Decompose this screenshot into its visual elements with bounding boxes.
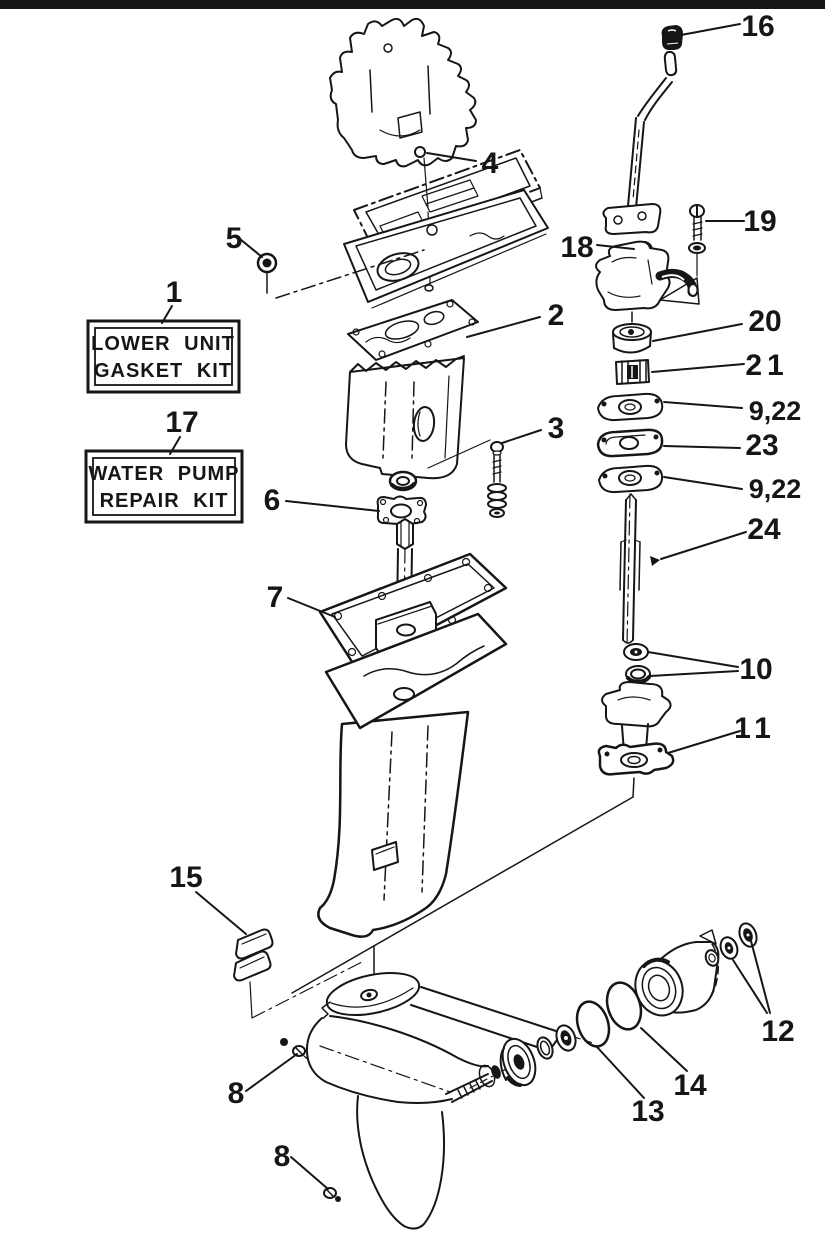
callout-17: 17 [165,406,198,439]
explosion-axis-elbow [632,777,635,798]
gasket-kit-box: LOWER UNIT GASKET KIT [86,319,241,394]
shift-rod [627,25,683,209]
leader-8-upper [245,1053,298,1092]
callout-21: 21 [745,349,788,382]
oil-seal-outer [738,922,758,948]
explosion-axis-diagonal [291,796,634,994]
callout-19: 19 [743,205,776,238]
leader-13 [596,1046,645,1099]
bolt-19 [688,204,706,277]
pump-top-bracket [602,203,662,235]
dowel-pins-15 [233,928,363,1019]
pump-driveshaft [619,493,660,647]
leader-10b [649,670,739,677]
o-ring-13 [575,1000,611,1048]
callout-20: 20 [748,305,781,338]
callout-14: 14 [673,1069,707,1102]
callout-6: 6 [264,484,281,517]
callout-leaders [161,23,771,1190]
gasket-2 [347,299,479,361]
callout-11: 11 [734,712,776,745]
thrust-washer [536,1036,554,1060]
leader-12a [750,940,771,1014]
callout-24: 24 [747,513,781,546]
leader-11 [667,730,741,754]
leader-8-lower [290,1156,329,1190]
callout-9-22-lower: 9,22 [749,474,802,504]
leader-4 [426,152,477,162]
leader-20 [652,323,743,342]
pump-housing [595,240,700,311]
callout-8-upper: 8 [228,1077,245,1110]
leader-23 [663,445,741,449]
callout-9-22-upper: 9,22 [749,396,802,426]
leader-9-22-lower [663,476,743,490]
callout-13: 13 [631,1095,664,1128]
kit-box-1-line-1: LOWER UNIT [91,333,235,355]
kit-box-17-line-2: REPAIR KIT [100,490,229,512]
powerhead-drawing [329,17,477,168]
callout-labels: 1 2 3 4 5 6 7 8 8 9,22 9,22 10 11 12 13 … [165,10,801,1173]
bearing [555,1024,577,1052]
callout-2: 2 [548,299,565,332]
prop-shaft-parts [491,922,758,1087]
cap-nut-16 [661,25,683,50]
callout-10: 10 [739,653,772,686]
callout-7: 7 [267,581,284,614]
callout-16: 16 [741,10,774,43]
leader-21 [651,363,745,373]
spacer-ring [704,949,720,967]
leader-3 [501,429,542,444]
gear-case [305,945,597,1230]
nut-5 [256,252,278,294]
callout-3: 3 [548,412,565,445]
callout-8-lower: 8 [274,1140,291,1173]
leader-14 [640,1027,688,1072]
forward-gear [499,1037,537,1087]
leader-18 [596,244,635,250]
pump-cup-20 [612,323,652,354]
callout-5: 5 [226,222,243,255]
leader-7 [287,597,336,618]
water-pump-assembly [291,203,706,994]
leader-24 [660,531,747,560]
repair-kit-box: WATER PUMP REPAIR KIT [84,449,244,524]
kit-box-17-line-1: WATER PUMP [88,463,239,485]
bolt-3-spring [427,439,507,518]
bearing-carrier [634,929,720,1017]
callout-1: 1 [166,276,183,309]
screw-8-lower [323,1187,341,1202]
woodruff-key-24 [650,556,660,566]
leader-9-22-upper [663,401,743,409]
leader-15 [195,891,247,935]
base-gasket-11 [597,742,675,776]
mount-plate [275,189,549,309]
callout-18: 18 [560,231,593,264]
shaft-nut [491,1065,501,1079]
callout-4: 4 [482,147,499,180]
seals-10 [623,643,651,684]
leader-17 [169,436,181,455]
gasket-6 [376,495,427,528]
leader-12b [732,959,768,1014]
scan-top-bar [0,0,825,9]
pump-gasket-lower [598,464,664,494]
callout-23: 23 [745,429,778,462]
leader-5 [239,238,263,258]
leader-10a [647,651,739,668]
callout-15: 15 [169,861,202,894]
kit-box-1-line-2: GASKET KIT [94,360,232,382]
oil-seal-inner [719,936,739,960]
callout-12: 12 [761,1015,794,1048]
upper-casing [345,355,465,492]
pump-plate-23 [596,428,664,458]
impeller-21 [615,359,650,385]
leader-6 [285,500,380,512]
leader-1 [161,305,173,324]
leader-16 [680,23,741,36]
driveshaft-housing [317,612,508,938]
pump-gasket-upper [597,392,664,422]
leader-2 [466,316,541,338]
gasket-7 [318,552,508,691]
